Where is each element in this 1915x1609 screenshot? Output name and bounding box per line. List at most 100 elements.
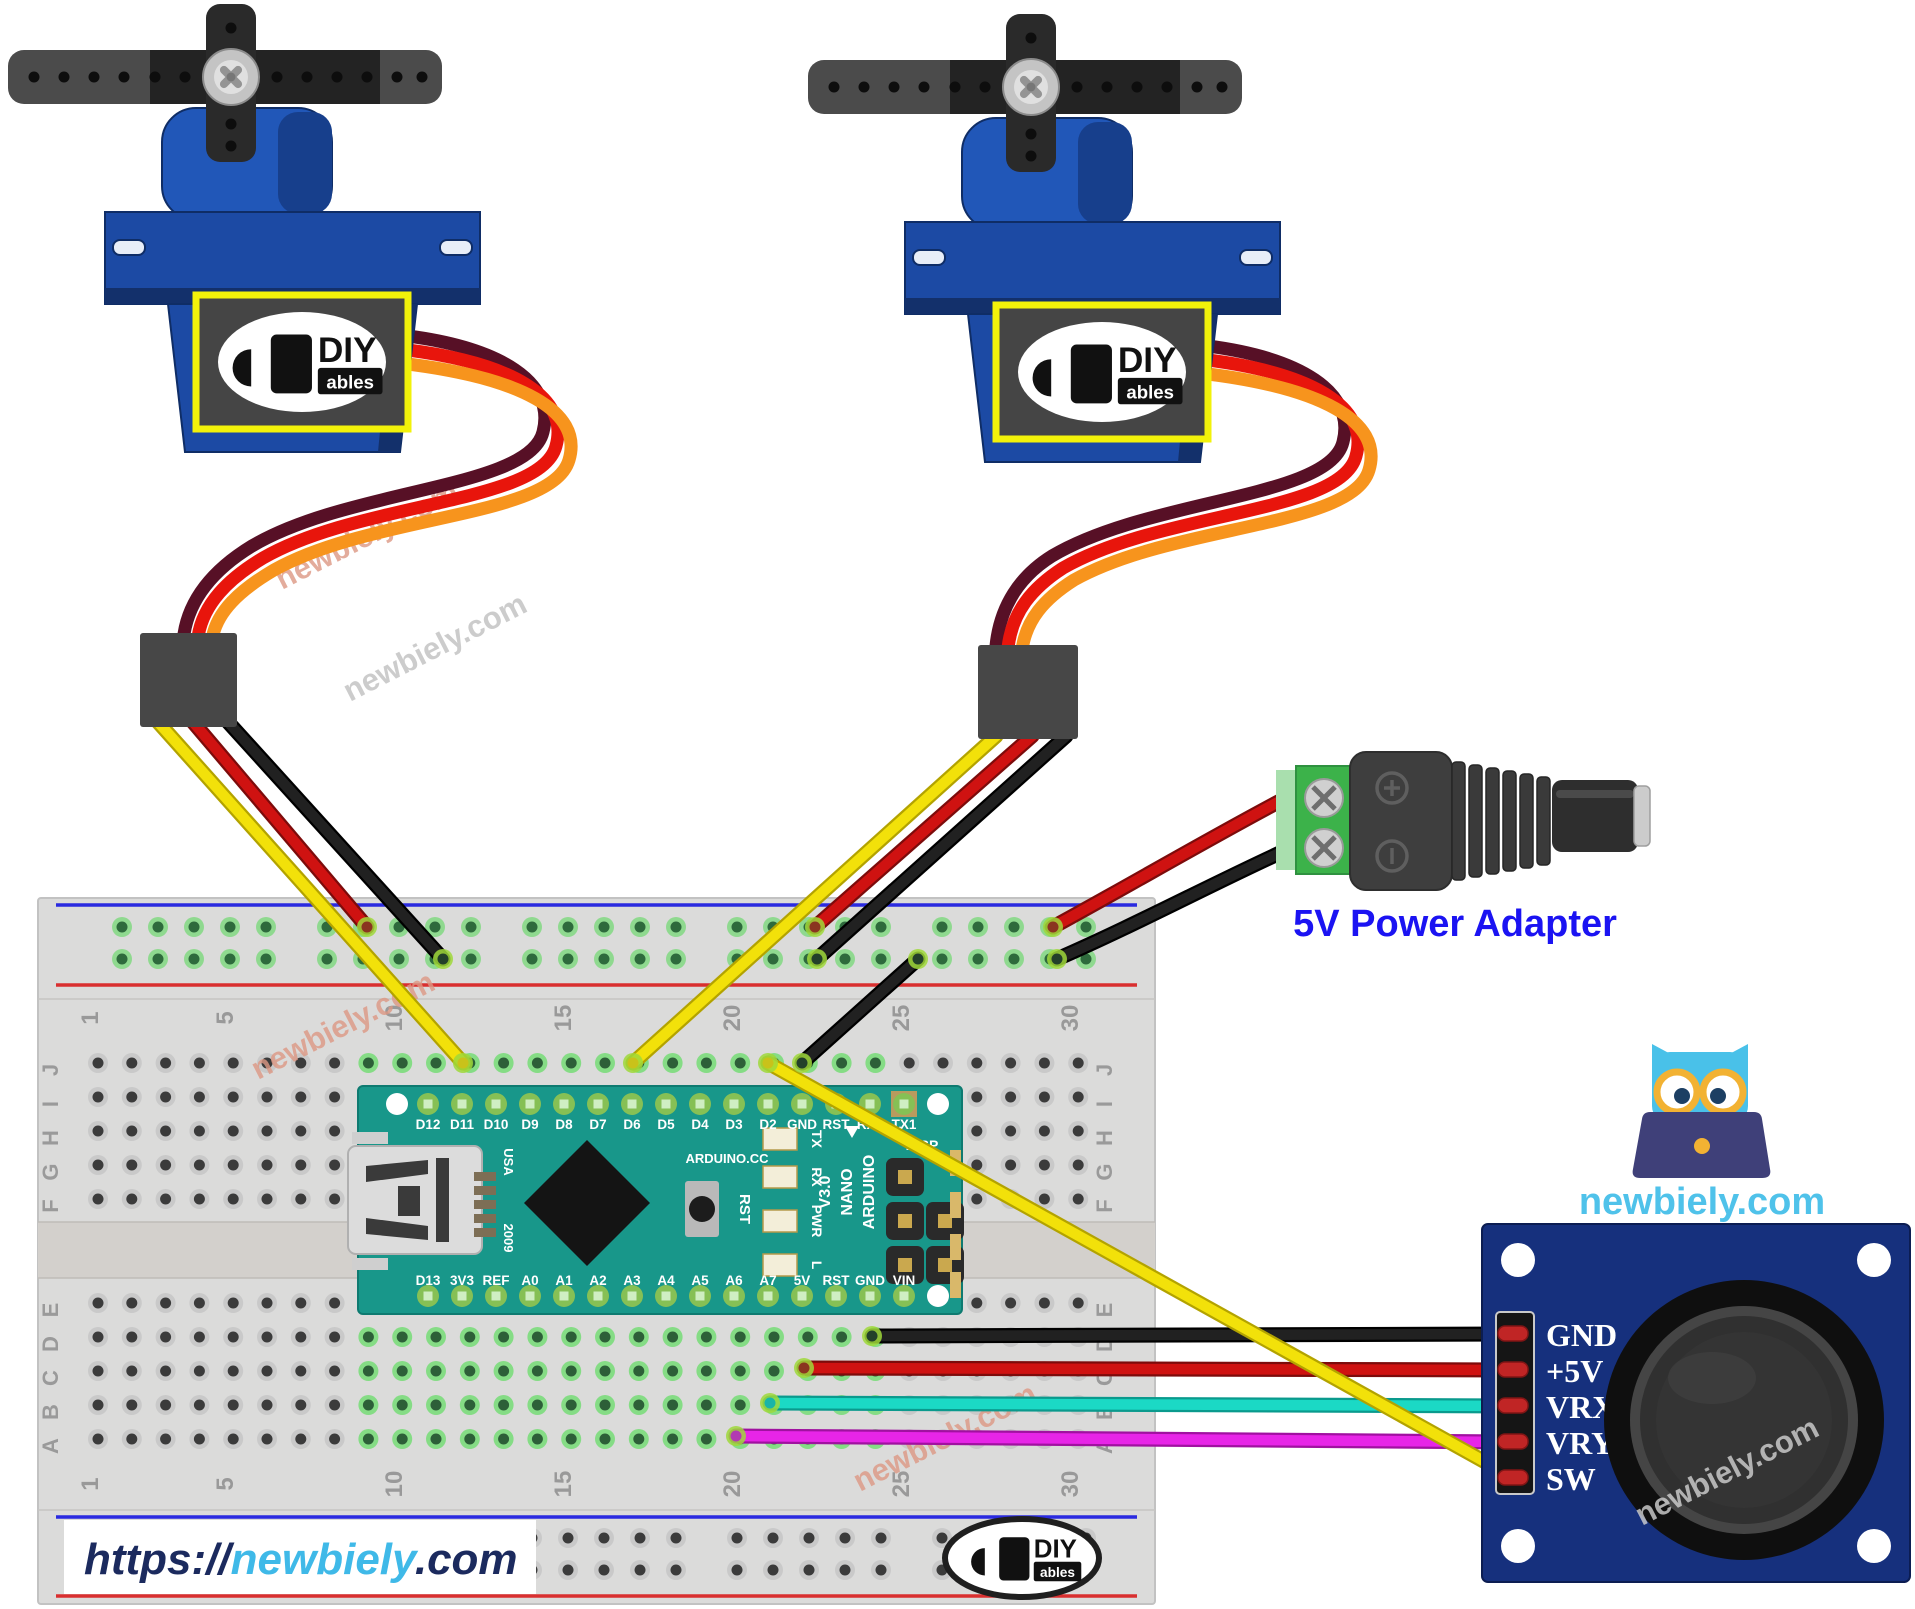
- nano-leds: [762, 1127, 798, 1277]
- wire-rail-to-nano-gnd: [794, 951, 926, 1071]
- usb-tab: [352, 1132, 388, 1144]
- wire-joystick-vrx: [762, 1395, 1522, 1414]
- wire-endpoint-core: [627, 1057, 639, 1069]
- breadboard-label: 30: [1057, 1005, 1084, 1032]
- pin-one-label: 1: [935, 1292, 952, 1300]
- nano-pin-label: VIN: [893, 1273, 916, 1288]
- diyables-main: DIY: [318, 331, 377, 370]
- joystick-pin: [1497, 1397, 1529, 1414]
- breadboard-label: 30: [1057, 1471, 1084, 1498]
- nano-pin-label: GND: [855, 1273, 885, 1288]
- nano-mount-hole: [927, 1285, 949, 1307]
- breadboard-label: 5: [212, 1477, 239, 1490]
- joystick-pin: [1497, 1469, 1529, 1486]
- nano-led-label: RX: [809, 1167, 825, 1187]
- wire-endpoint-core: [361, 921, 373, 933]
- nano-pin-label: RST: [823, 1117, 851, 1132]
- breadboard-label: F: [1092, 1199, 1117, 1212]
- wire-joystick-gnd: [864, 1326, 1522, 1344]
- usa-label: USA: [501, 1148, 516, 1176]
- nano-pin-label: REF: [483, 1273, 510, 1288]
- diyables-logo: DIY ables: [232, 331, 383, 395]
- servo-cable-strand: [205, 357, 578, 647]
- wire-endpoint-core: [811, 953, 823, 965]
- breadboard-label: I: [1092, 1101, 1117, 1107]
- nano-pin-label: D6: [623, 1117, 641, 1132]
- power-adapter: 5V Power Adapter: [1276, 751, 1651, 945]
- wire-joystick-sw: [760, 1055, 1522, 1486]
- wire-servo2-vcc: [807, 728, 1040, 935]
- terminal-screw: [1304, 778, 1344, 818]
- wire-endpoint-core: [796, 1057, 808, 1069]
- nano-pin-label: A3: [623, 1273, 641, 1288]
- nano-mount-hole: [386, 1093, 408, 1115]
- joystick-mount-hole: [1857, 1243, 1891, 1277]
- nano-pin-label: 3V3: [450, 1273, 475, 1288]
- url-suffix: .com: [415, 1535, 518, 1584]
- nano-pin-label: GND: [787, 1117, 817, 1132]
- joystick-pin-label: SW: [1546, 1461, 1596, 1497]
- joystick-pin-label: +5V: [1546, 1353, 1603, 1389]
- diyables-main: DIY: [1034, 1535, 1077, 1563]
- wire-endpoint-core: [798, 1362, 810, 1374]
- breadboard-label: 20: [719, 1471, 746, 1498]
- mcu-chip: [524, 1140, 650, 1266]
- polarity-plus-icon: [1375, 771, 1409, 805]
- joystick-pin: [1497, 1433, 1529, 1450]
- wire-servo2-signal: [625, 728, 1004, 1071]
- mascot: newbiely.com: [1579, 1044, 1825, 1223]
- nano-pin-label: A2: [589, 1273, 606, 1288]
- joystick-mount-hole: [1501, 1529, 1535, 1563]
- nano-pin-label: A4: [657, 1273, 675, 1288]
- wire-joystick-vry: [728, 1428, 1522, 1450]
- breadboard-label: B: [38, 1404, 63, 1420]
- breadboard-label: G: [38, 1163, 63, 1180]
- diyables-sub: ables: [1126, 381, 1174, 402]
- wire-servo2-gnd: [809, 728, 1074, 967]
- servo1-connector: [140, 633, 237, 727]
- usb-contacts: [474, 1172, 496, 1237]
- breadboard-label: I: [38, 1101, 63, 1107]
- nano-pin-label: A7: [759, 1273, 776, 1288]
- wire-endpoint-core: [809, 921, 821, 933]
- joystick-pin-label: VRY: [1546, 1425, 1614, 1461]
- breadboard-label: G: [1092, 1163, 1117, 1180]
- nano-pin-label: D4: [691, 1117, 709, 1132]
- wire-endpoint-core: [764, 1397, 776, 1409]
- breadboard-label: J: [38, 1064, 63, 1076]
- nano-pin-label: D7: [589, 1117, 606, 1132]
- joystick-pin: [1497, 1361, 1529, 1378]
- wire-adapter-positive: [1045, 792, 1290, 935]
- diyables-sub: ables: [326, 371, 374, 392]
- diyables-logo: DIY ables: [971, 1535, 1082, 1582]
- servo2-connector: [978, 645, 1078, 739]
- url-prefix: https://: [84, 1535, 235, 1584]
- servo-motor-2: DIY ables: [808, 14, 1281, 463]
- arduino-cc-label: ARDUINO.CC: [685, 1151, 769, 1166]
- nano-pin-label: A1: [555, 1273, 573, 1288]
- terminal-strip: [1276, 770, 1298, 870]
- nano-pin-label: A0: [521, 1273, 538, 1288]
- model-label-3: V3.0: [817, 1175, 834, 1208]
- breadboard-label: 10: [381, 1471, 408, 1498]
- url-brand: newbiely: [231, 1535, 419, 1584]
- breadboard-label: H: [38, 1130, 63, 1146]
- owl-glasses-icon: [1653, 1068, 1747, 1116]
- nano-pin-label: 5V: [794, 1273, 811, 1288]
- nano-pin-label: A6: [725, 1273, 743, 1288]
- model-label-1: ARDUINO: [861, 1155, 878, 1230]
- mascot-caption: newbiely.com: [1579, 1181, 1825, 1223]
- nano-pin-label: D9: [521, 1117, 538, 1132]
- breadboard-label: A: [38, 1438, 63, 1454]
- nano-led-label: PWR: [809, 1205, 825, 1238]
- breadboard-label: C: [38, 1370, 63, 1386]
- breadboard-label: 1: [77, 1011, 104, 1024]
- joystick-pin: [1497, 1325, 1529, 1342]
- wire-servo1-vcc: [185, 714, 375, 935]
- joystick-pins: [1497, 1325, 1529, 1486]
- breadboard-label: 15: [550, 1471, 577, 1498]
- breadboard-label: 20: [719, 1005, 746, 1032]
